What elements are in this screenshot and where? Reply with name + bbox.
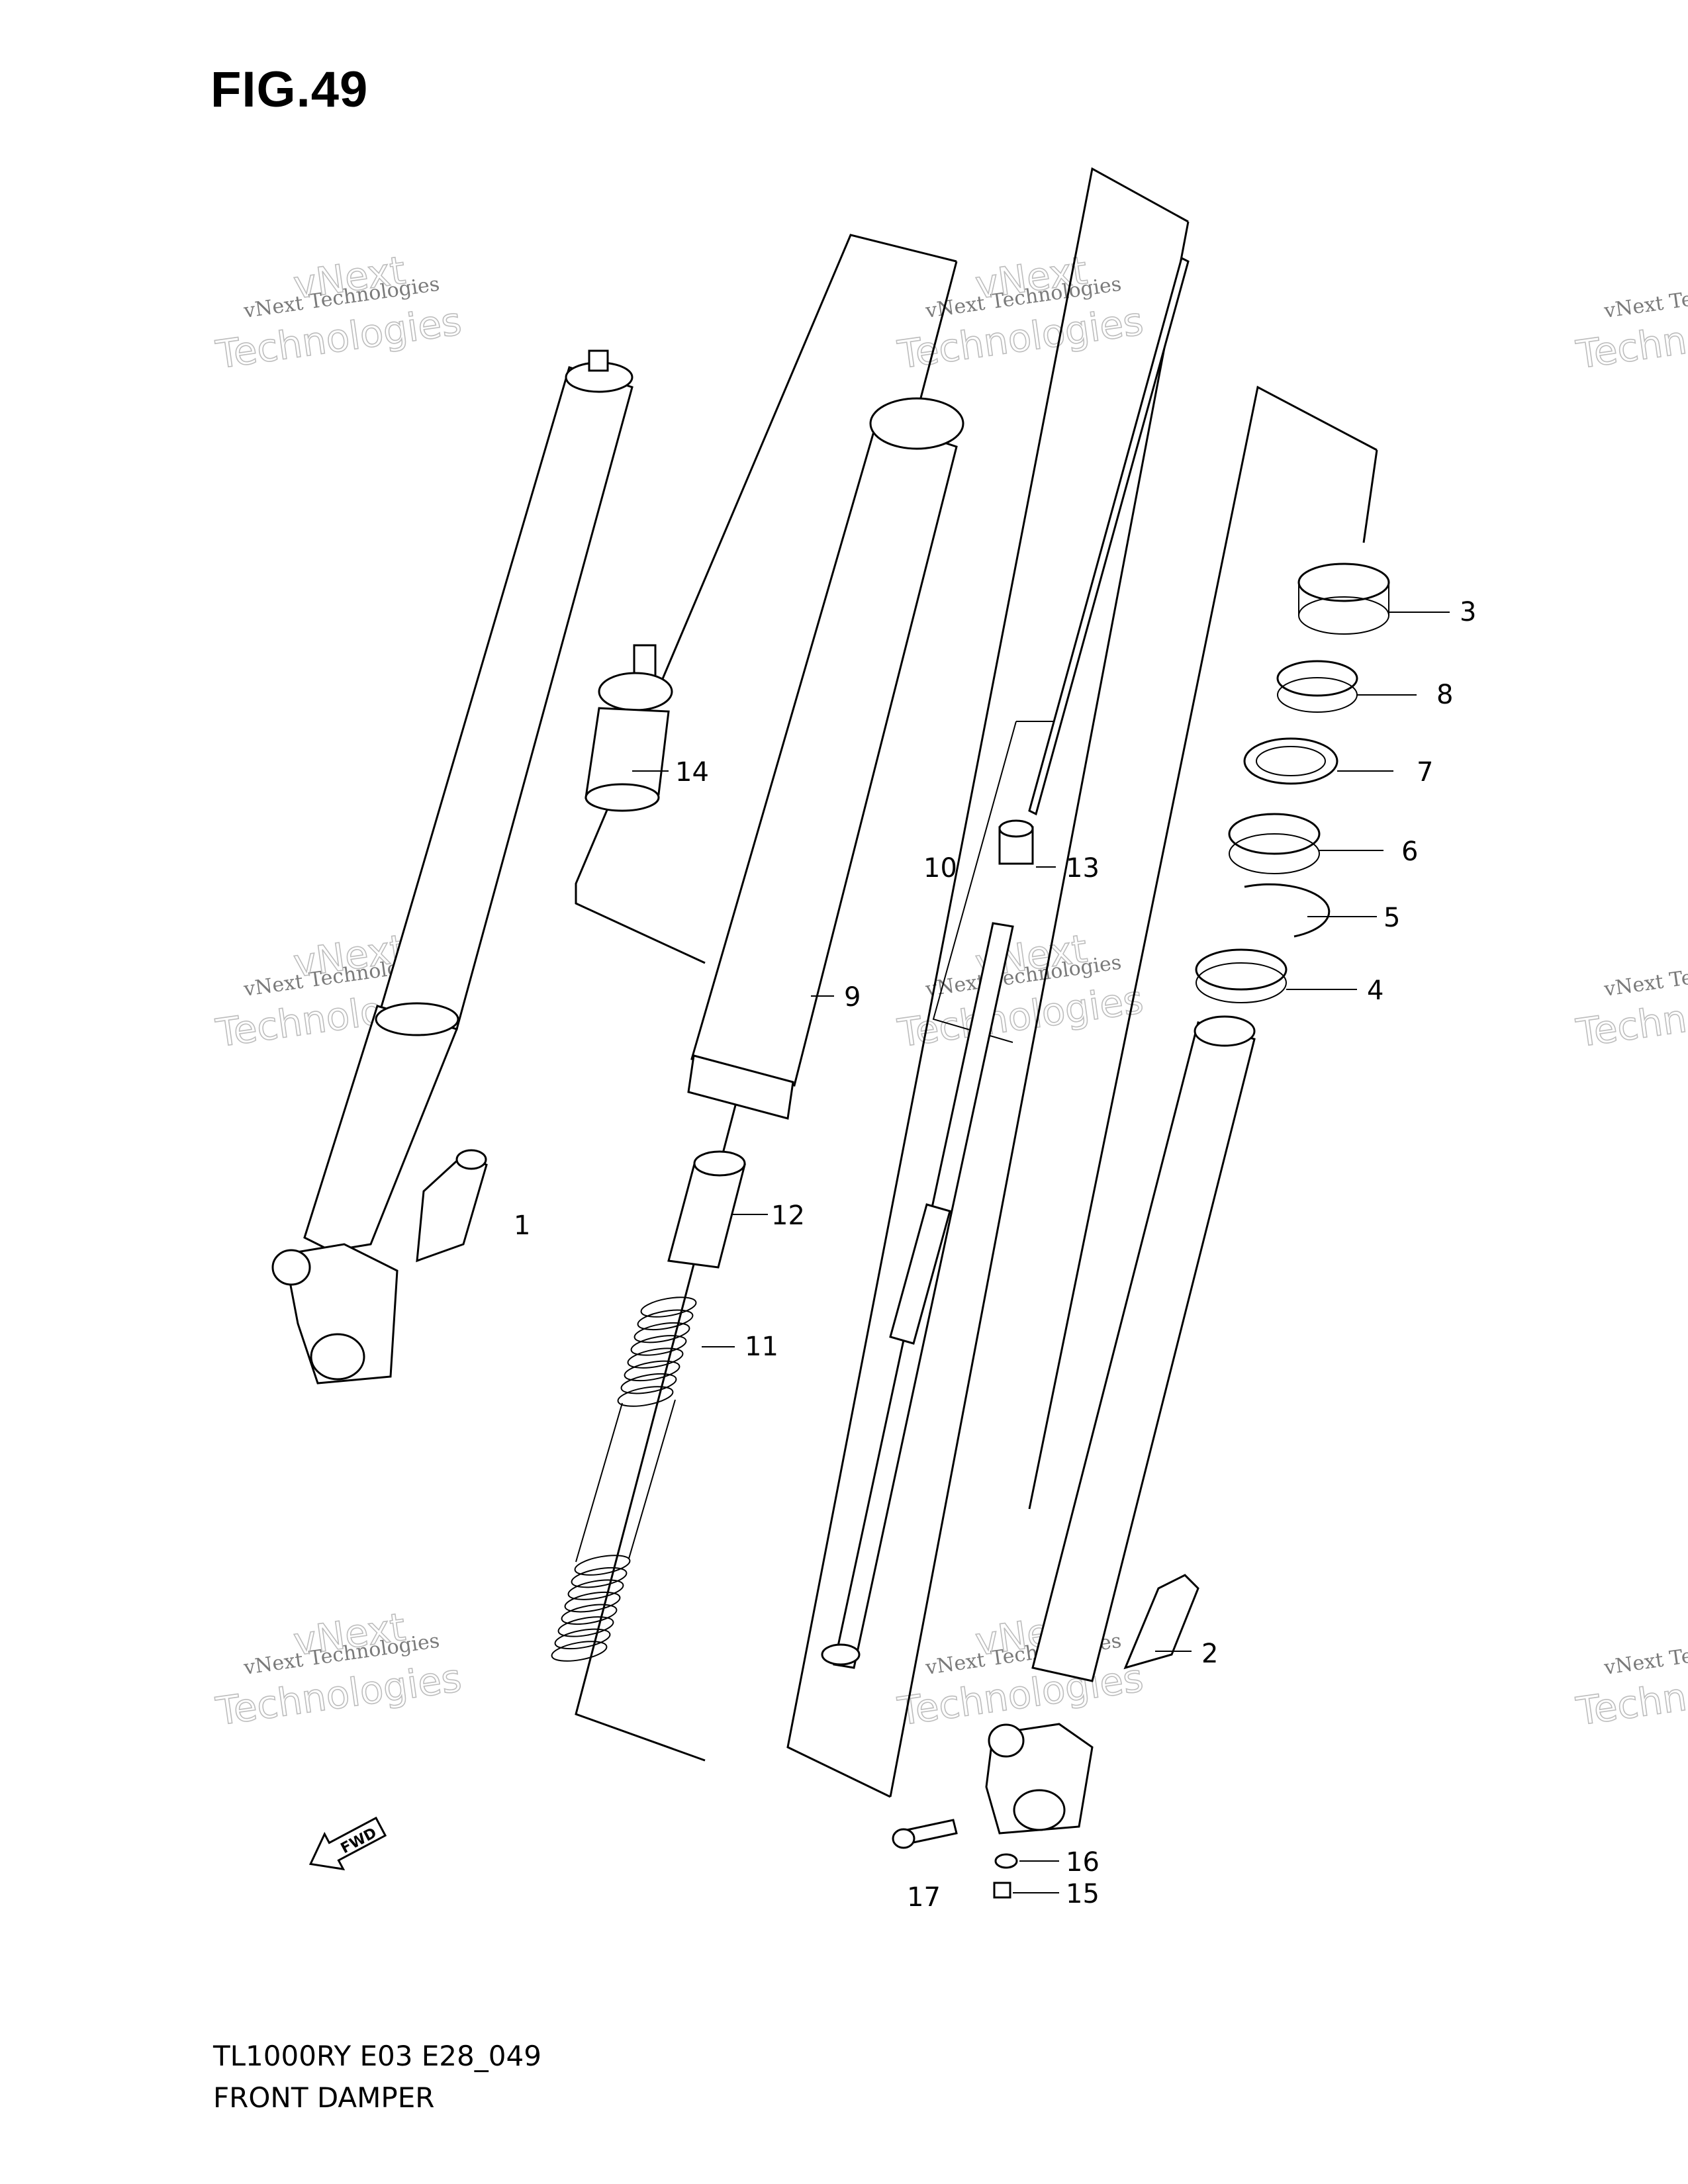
callout-4: 4 — [1367, 976, 1383, 1006]
adjuster-nut — [598, 672, 673, 711]
callout-11: 11 — [745, 1332, 778, 1362]
ring-4 — [1195, 948, 1288, 991]
spring-coil — [554, 1628, 611, 1650]
callout-5: 5 — [1383, 903, 1400, 933]
spring-coil — [637, 1309, 694, 1331]
fwd-arrow-shape — [308, 1816, 387, 1871]
part-rings-stack — [1195, 563, 1450, 1003]
bolt-top — [998, 819, 1034, 838]
fork-mount-boss — [455, 1149, 487, 1170]
ring-7-inner — [1256, 746, 1326, 776]
callout-13: 13 — [1066, 853, 1100, 884]
bracket-line-center — [786, 167, 1189, 1798]
bracket-line-inner-left — [575, 234, 957, 964]
outer-tube-top — [1194, 1015, 1256, 1047]
watermark-text-small: vNext Technologies — [1602, 1629, 1688, 1680]
spring-coil — [633, 1322, 690, 1343]
inner-tube-top — [869, 397, 964, 450]
callout-12: 12 — [771, 1201, 805, 1231]
spring-coil — [557, 1616, 614, 1637]
part-spacer — [667, 1150, 768, 1269]
callout-14: 14 — [675, 757, 709, 788]
spring-coil — [630, 1335, 687, 1356]
spring-coil — [564, 1591, 621, 1613]
callout-17: 17 — [907, 1882, 941, 1913]
inner-tube-bushing — [687, 1054, 794, 1120]
callout-3: 3 — [1460, 597, 1476, 627]
spring-coil — [551, 1641, 608, 1662]
screw-15 — [993, 1882, 1011, 1899]
watermark-text-small: vNext Technologies — [1602, 273, 1688, 323]
damper-rod-end — [821, 1643, 861, 1666]
part-outer-tube-right — [985, 1015, 1256, 1835]
callout-8: 8 — [1436, 680, 1453, 710]
bracket-line-center-right — [889, 221, 1190, 1797]
outer-tube-axle-hole — [1013, 1789, 1066, 1831]
outer-tube-axle-boss — [988, 1723, 1025, 1758]
spring-coil — [620, 1373, 677, 1394]
ring-4-bottom — [1196, 962, 1287, 1003]
callout-9: 9 — [844, 982, 861, 1013]
fork-axle-hole — [310, 1333, 365, 1381]
callout-labels: 1 2 3 4 5 6 7 8 9 10 11 12 13 14 15 16 1… — [514, 597, 1476, 1913]
ring-6-bottom — [1229, 833, 1320, 874]
callout-7: 7 — [1417, 757, 1433, 788]
fork-dust-seal — [375, 1002, 459, 1036]
fork-caliper-mount — [416, 1154, 488, 1263]
fork-inner-tube — [379, 366, 633, 1030]
spring-coil — [571, 1567, 628, 1588]
figure-title: FIG.49 — [211, 62, 369, 118]
callout-15: 15 — [1066, 1879, 1100, 1909]
spring-coil — [574, 1555, 631, 1576]
part-front-fork-assembly-left — [271, 349, 633, 1385]
bolt-17-head — [892, 1828, 915, 1849]
ring-3 — [1297, 563, 1390, 602]
washer-16 — [994, 1853, 1018, 1869]
spacer-top — [693, 1150, 746, 1177]
model-code: TL1000RY E03 E28_049 — [213, 2040, 541, 2072]
callout-16: 16 — [1066, 1847, 1100, 1878]
spring-body-edge — [575, 1402, 623, 1563]
part-damper-rod — [821, 256, 1190, 1669]
damper-rod-upper — [1028, 256, 1190, 816]
spring-coil — [627, 1347, 684, 1369]
part-adjuster-bolt — [585, 644, 673, 812]
ring-3-bottom — [1298, 596, 1389, 635]
circlip-5 — [1244, 883, 1331, 938]
adjuster-bottom — [585, 783, 660, 812]
fork-cap-adjuster — [588, 349, 609, 372]
callout-10: 10 — [923, 853, 957, 884]
fork-axle-boss — [271, 1249, 311, 1286]
fwd-arrow-icon: FWD — [308, 1816, 387, 1871]
figure-name: FRONT DAMPER — [213, 2081, 435, 2114]
assembly-bracket-lines — [575, 167, 1378, 1798]
spring-coil — [617, 1386, 674, 1407]
spring-coil — [624, 1360, 680, 1382]
callout-2: 2 — [1201, 1639, 1218, 1669]
part-spring — [551, 1297, 697, 1662]
bracket-line-outer — [1028, 385, 1378, 1510]
part-bolt — [998, 819, 1056, 868]
bracket-line-outer-right — [1362, 449, 1378, 543]
damper-rod-piston — [889, 1203, 951, 1345]
callout-1: 1 — [514, 1210, 530, 1241]
outer-tube-body — [1031, 1021, 1256, 1682]
part-small-hardware — [892, 1819, 1059, 1899]
spring-coil — [561, 1604, 618, 1625]
spring-body-edge — [628, 1399, 676, 1559]
watermark-text-small: vNext Technologies — [1602, 951, 1688, 1001]
outer-tube-caliper-mount — [1123, 1574, 1199, 1670]
inner-tube-body — [690, 419, 958, 1087]
part-inner-tube — [687, 397, 964, 1120]
ring-7 — [1243, 737, 1338, 785]
spring-coil — [567, 1579, 624, 1600]
callout-6: 6 — [1401, 837, 1418, 867]
spring-coil — [640, 1297, 697, 1318]
